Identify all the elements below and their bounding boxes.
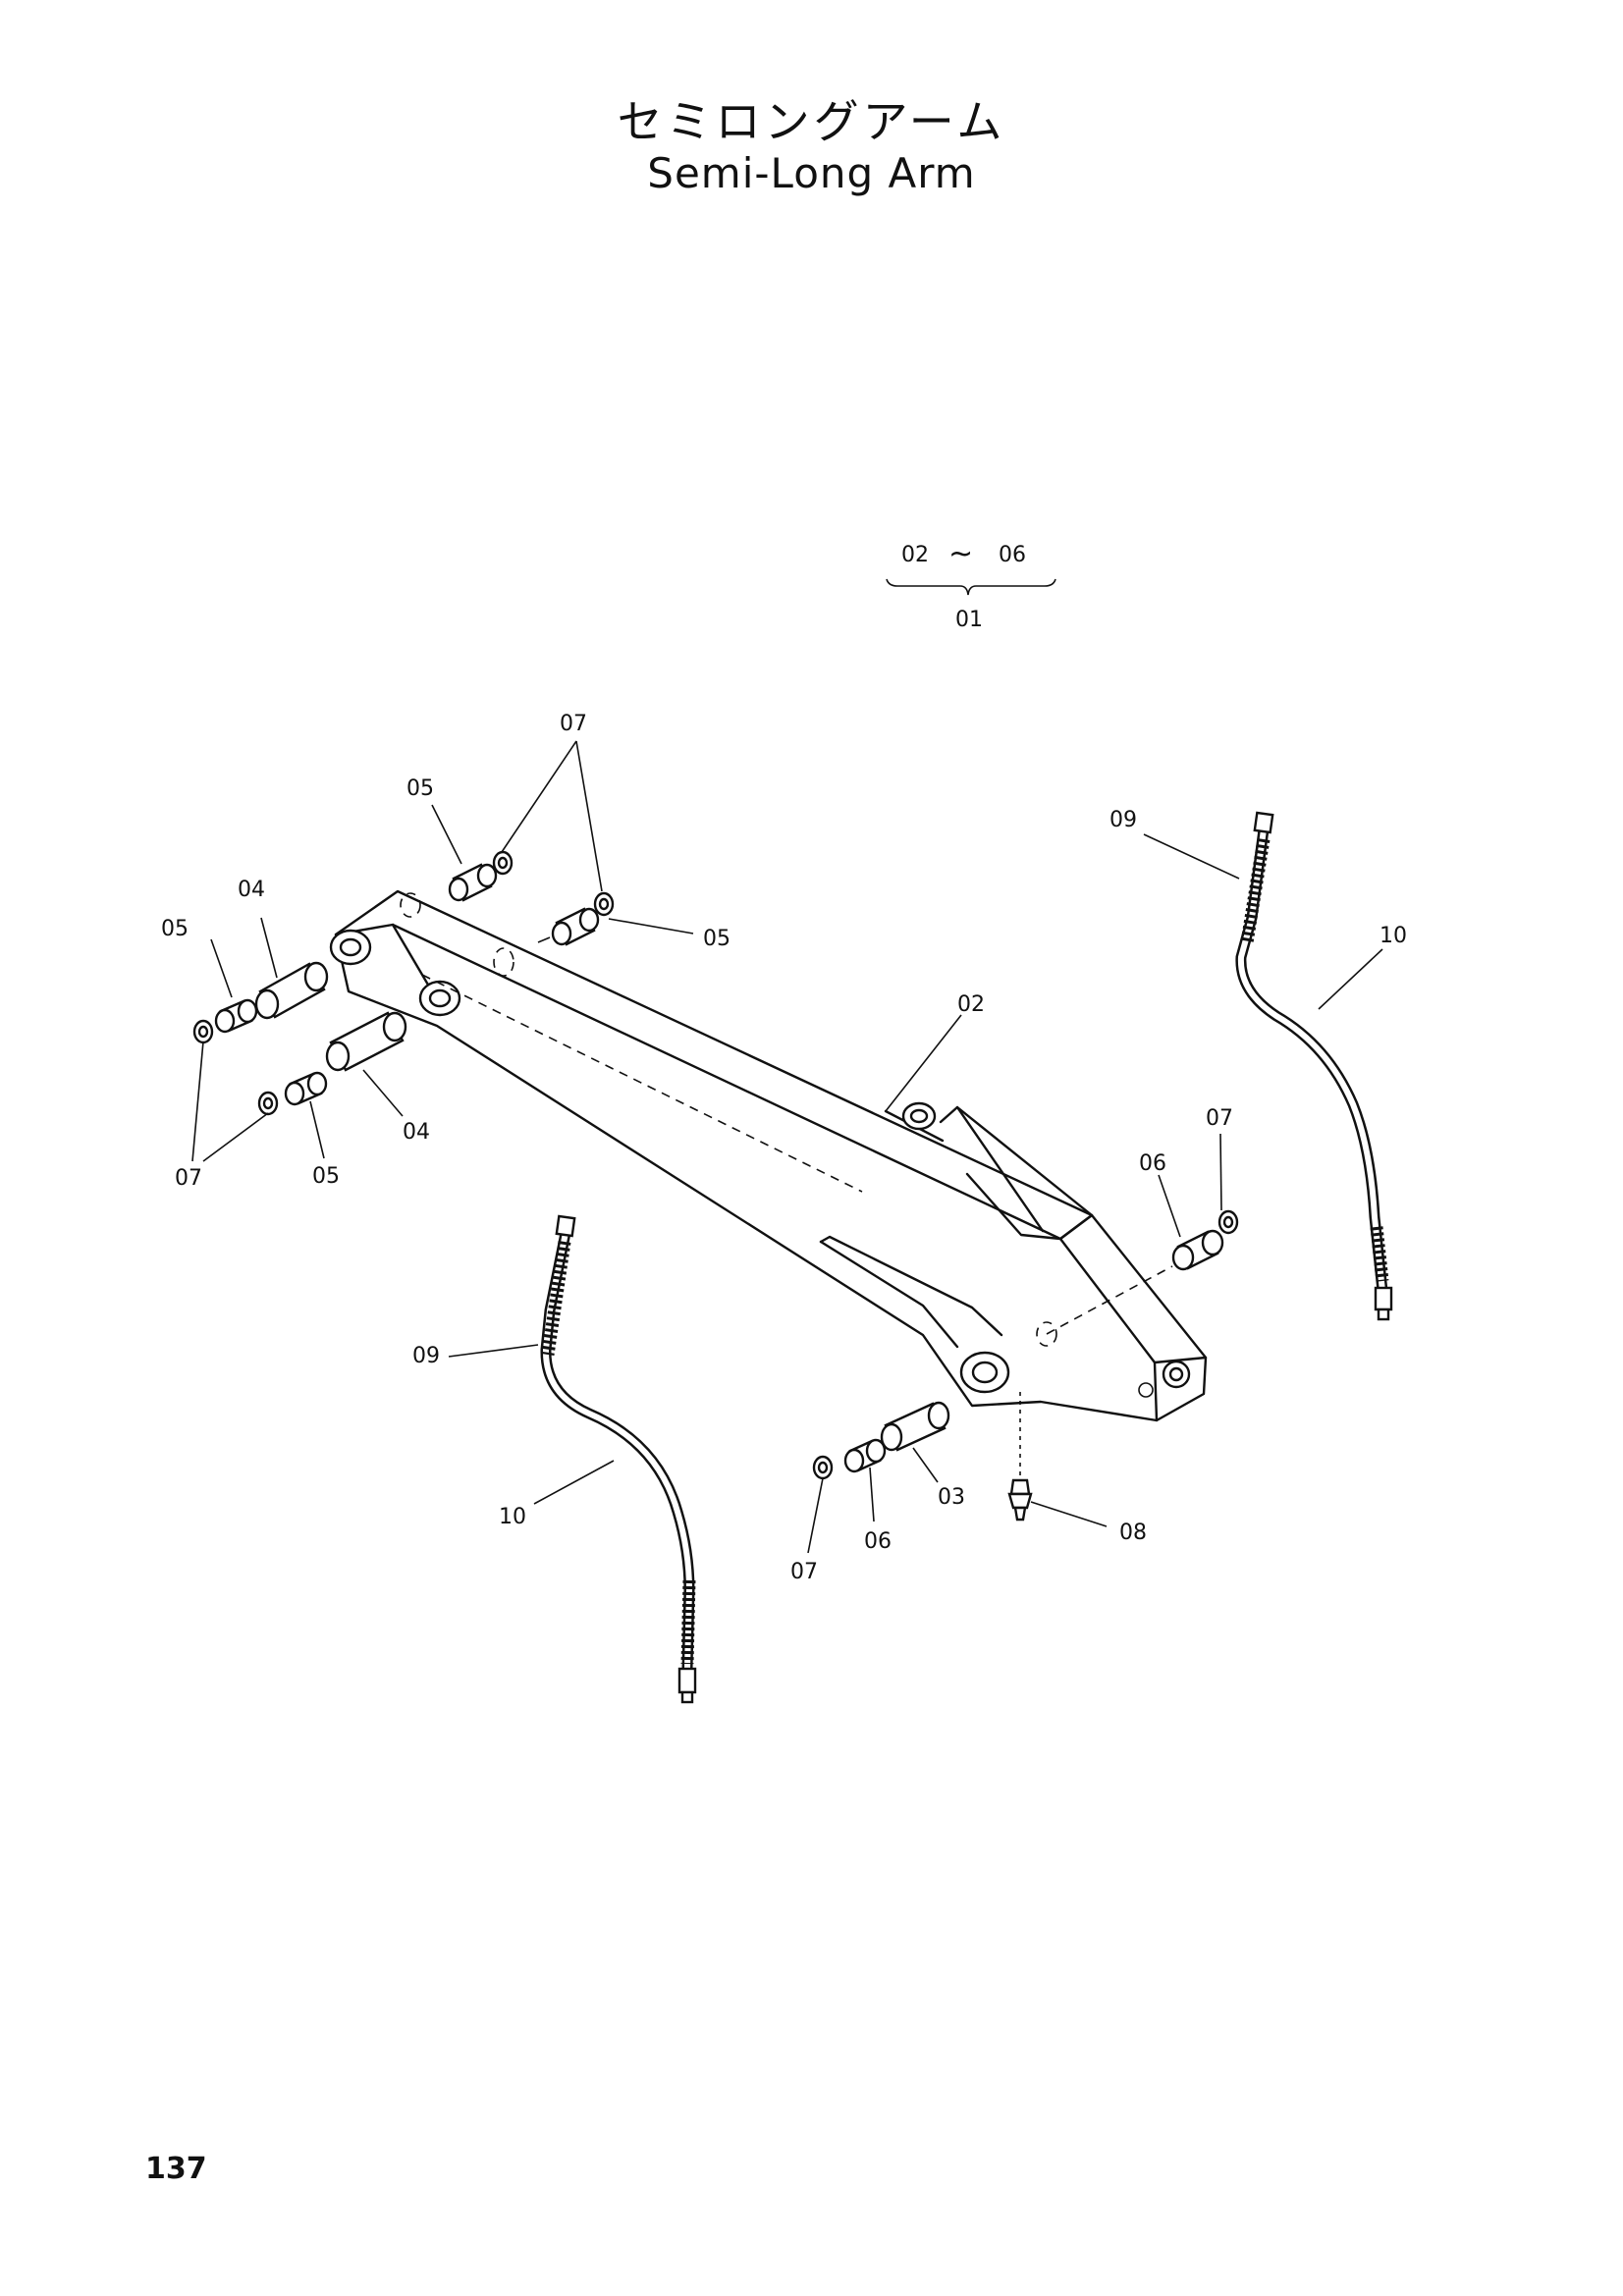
callout-09-right: 09: [1109, 808, 1137, 832]
right-bushing-and-seal: [1171, 1209, 1239, 1271]
hose-left-parts-09-10: [540, 1214, 697, 1704]
arm-body-part-02: [329, 889, 1208, 1477]
title-japanese: セミロングアーム: [617, 95, 1006, 148]
callout-06-right: 06: [1139, 1151, 1166, 1176]
page-number: 137: [145, 2152, 207, 2186]
hose-right-parts-09-10: [1235, 811, 1393, 1321]
callout-07-top: 07: [560, 712, 587, 736]
callout-04-left: 04: [238, 878, 265, 902]
callout-02: 02: [957, 992, 985, 1017]
callout-08: 08: [1119, 1521, 1147, 1545]
assembly-range-to: 06: [999, 543, 1026, 567]
assembly-brace: [886, 578, 1056, 596]
callout-07-right: 07: [1206, 1106, 1233, 1131]
assembly-range-separator: ~: [948, 537, 973, 571]
callout-05-bottom: 05: [312, 1164, 340, 1189]
callout-10-left: 10: [499, 1505, 526, 1529]
callout-04-mid: 04: [403, 1120, 430, 1145]
leader-lines: [191, 740, 1383, 1554]
callout-07-bottom: 07: [790, 1560, 818, 1584]
upper-bushings-and-seals: [448, 850, 615, 946]
assembly-note: 02 ~ 06 01: [886, 537, 1056, 632]
callout-10-right: 10: [1380, 924, 1407, 948]
callout-05-left: 05: [161, 917, 189, 941]
callout-05-mid: 05: [703, 927, 730, 951]
lower-pin-bushing-seal-fitting: [812, 1401, 1033, 1522]
callout-07-left: 07: [175, 1166, 202, 1191]
left-pins-and-bushings: [192, 961, 407, 1116]
callout-03: 03: [938, 1485, 965, 1510]
callouts: 07 05 09 10 04 05 05 02 04 07 05 07 06 0…: [161, 712, 1407, 1584]
assembly-number: 01: [955, 608, 983, 632]
assembly-range-from: 02: [901, 543, 929, 567]
title-english: Semi-Long Arm: [647, 149, 976, 197]
callout-09-left: 09: [412, 1344, 440, 1368]
callout-06-bottom: 06: [864, 1529, 892, 1554]
callout-05-top: 05: [406, 776, 434, 801]
